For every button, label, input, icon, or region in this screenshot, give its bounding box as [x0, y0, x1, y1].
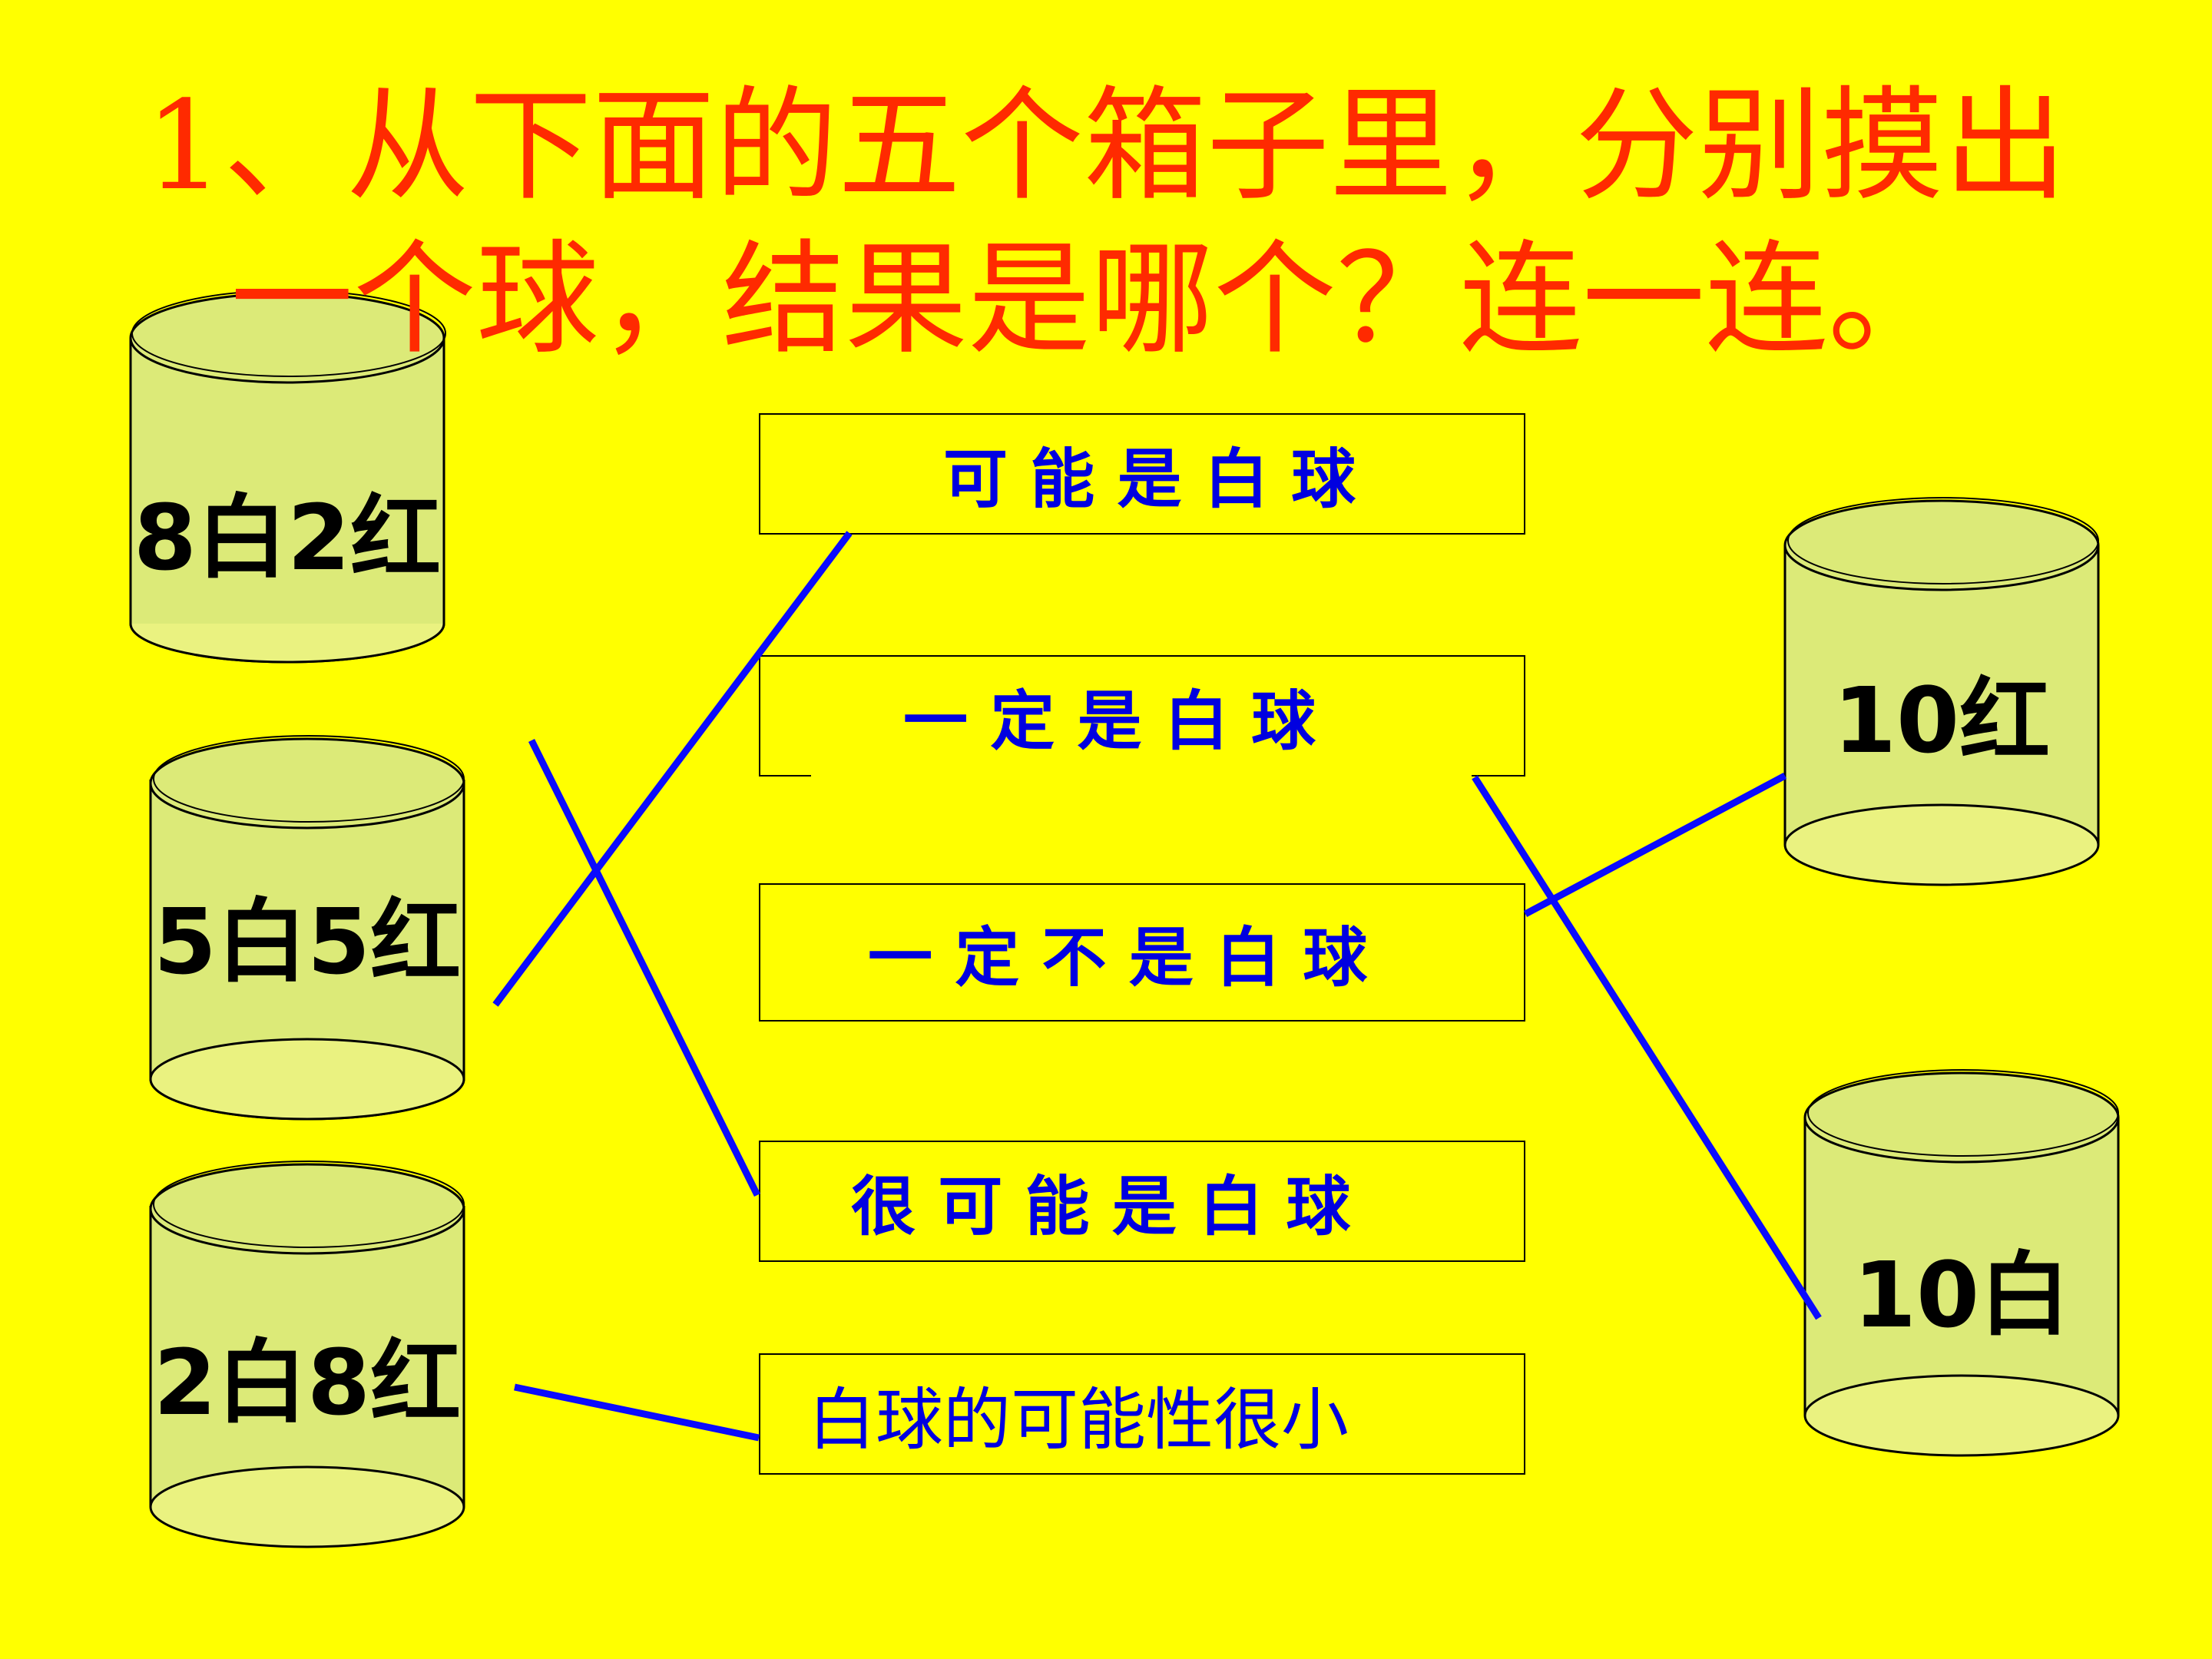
answer-label: 可 能 是 白 球 [943, 441, 1356, 517]
box-8w2r [129, 290, 446, 664]
box-border-gap [811, 773, 1472, 780]
answer-box-certainly-white[interactable]: 一 定 是 白 球 [759, 655, 1525, 777]
connector-5w5r-possibly-white [492, 531, 853, 1007]
box-label: 10红 [1833, 667, 2051, 773]
box-label: 2白8红 [153, 1330, 462, 1435]
answer-box-certainly-not-white[interactable]: 一 定 不 是 白 球 [759, 883, 1525, 1022]
answer-box-unlikely-white[interactable]: 白球的可能性很小 [759, 1353, 1525, 1475]
answer-box-possibly-white[interactable]: 可 能 是 白 球 [759, 413, 1525, 535]
box-label: 10白 [1853, 1242, 2071, 1348]
connector-8w2r-very-likely-white [528, 738, 761, 1197]
box-label: 5白5红 [153, 889, 462, 995]
box-2w8r [149, 1161, 465, 1548]
answer-label: 一 定 是 白 球 [903, 683, 1316, 759]
answer-label: 白球的可能性很小 [808, 1379, 1349, 1459]
title-line-1: 1、从下面的五个箱子里，分别摸出 [145, 74, 2067, 217]
connector-10r-certainly-not-white [1523, 773, 1787, 917]
connector-10w-certainly-white [1472, 775, 1822, 1320]
box-10w [1803, 1069, 2120, 1457]
answer-label: 一 定 不 是 白 球 [868, 919, 1368, 995]
connector-2w8r-unlikely-white [514, 1383, 760, 1442]
title-line-2: 一个球，结果是哪个？连一连。 [230, 227, 1951, 371]
box-10r [1783, 497, 2100, 886]
answer-box-very-likely-white[interactable]: 很 可 能 是 白 球 [759, 1141, 1525, 1262]
box-5w5r [149, 735, 465, 1121]
box-label: 8白2红 [133, 485, 442, 591]
answer-label: 很 可 能 是 白 球 [851, 1168, 1351, 1244]
